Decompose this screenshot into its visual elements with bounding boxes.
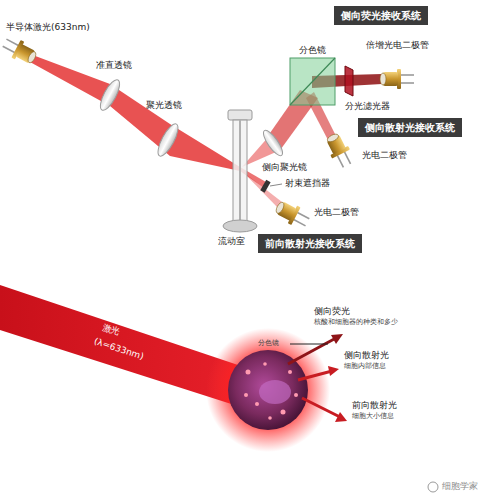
part-label: 侧向聚光镜 [262,162,307,173]
cell-glow [206,328,330,452]
part-label: 分光滤光器 [345,101,390,112]
fluorescence-arrow [288,338,336,364]
arrowhead [335,412,347,422]
condenser-lens [154,121,181,158]
part-label: 光电二极管 [362,150,407,161]
system-label-box: 侧向散射光接收系统 [358,118,462,137]
dichroic-mirror [290,58,335,105]
dichroic-plane [290,58,335,105]
part-label: 细胞内部信息 [344,362,386,371]
system-label: 前向散射光接收系统 [265,238,355,249]
system-label-box: 侧向荧光接收系统 [334,6,428,25]
part-label: 侧向荧光 [314,306,350,317]
beam-stopper [260,180,270,193]
part-label: 光电二极管 [314,207,359,218]
flow-cell-base [223,220,257,232]
part-label: 分色镜 [258,339,279,348]
part-label: 半导体激光(633nm) [6,22,90,33]
leader-line [270,184,282,186]
part-label: 侧向散射光 [344,350,389,361]
dichroic-mirror-line [290,344,328,345]
forward-scatter-arrow [302,398,340,417]
part-label: 前向散射光 [352,400,397,411]
cell [228,350,308,430]
system-label-box: 前向散射光接收系统 [258,234,362,253]
arrowhead [331,334,343,344]
filter [345,66,353,96]
flow-cell-cap [228,110,252,120]
nucleus [259,380,291,404]
side-lens [260,128,285,158]
collimator-lens [97,77,124,113]
part-label: 射束遮挡器 [285,178,330,189]
part-label: 准直透镜 [96,60,132,71]
part-label: 流动室 [218,236,245,247]
part-label: 倍增光电二极管 [366,40,429,51]
flow-cell [233,120,247,224]
watermark-icon [428,482,438,492]
part-label: 核酸和细胞器的种类和多少 [314,318,398,327]
system-label: 侧向散射光接收系统 [365,122,455,133]
side-scatter-arrow [298,371,332,380]
part-label: 分色镜 [299,45,326,56]
system-label: 侧向荧光接收系统 [341,10,421,21]
sample-stream [239,120,241,224]
arrowhead [328,366,339,376]
part-label: 细胞大小信息 [352,412,394,421]
part-label: 聚光透镜 [146,100,182,111]
organelles [244,362,298,420]
forward-scatter [242,171,282,208]
part-label: 细胞学家 [442,481,478,492]
laser-beam [30,54,240,171]
